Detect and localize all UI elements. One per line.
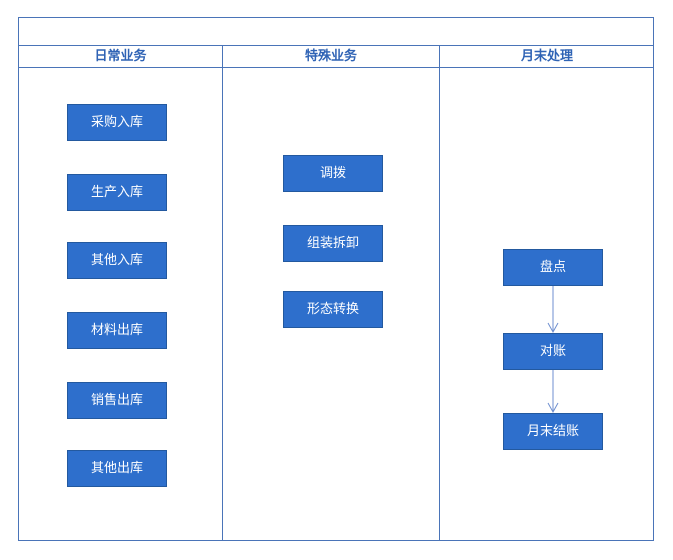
node-other-outbound[interactable]: 其他出库 — [67, 450, 167, 487]
column-month-end: 月末处理 — [440, 46, 654, 540]
node-other-inbound[interactable]: 其他入库 — [67, 242, 167, 279]
node-form-conversion[interactable]: 形态转换 — [283, 291, 383, 328]
node-transfer[interactable]: 调拨 — [283, 155, 383, 192]
column-header-month-end: 月末处理 — [440, 46, 654, 68]
column-header-daily-business: 日常业务 — [19, 46, 222, 68]
diagram-frame: 日常业务 特殊业务 月末处理 — [18, 17, 654, 541]
node-stocktake[interactable]: 盘点 — [503, 249, 603, 286]
column-special-business: 特殊业务 — [223, 46, 440, 540]
node-assembly-disassembly[interactable]: 组装拆卸 — [283, 225, 383, 262]
column-daily-business: 日常业务 — [19, 46, 223, 540]
node-sales-outbound[interactable]: 销售出库 — [67, 382, 167, 419]
node-month-end-closing[interactable]: 月末结账 — [503, 413, 603, 450]
node-reconciliation[interactable]: 对账 — [503, 333, 603, 370]
diagram-title-row — [19, 18, 653, 46]
node-purchase-inbound[interactable]: 采购入库 — [67, 104, 167, 141]
node-material-outbound[interactable]: 材料出库 — [67, 312, 167, 349]
column-header-special-business: 特殊业务 — [223, 46, 439, 68]
node-production-inbound[interactable]: 生产入库 — [67, 174, 167, 211]
